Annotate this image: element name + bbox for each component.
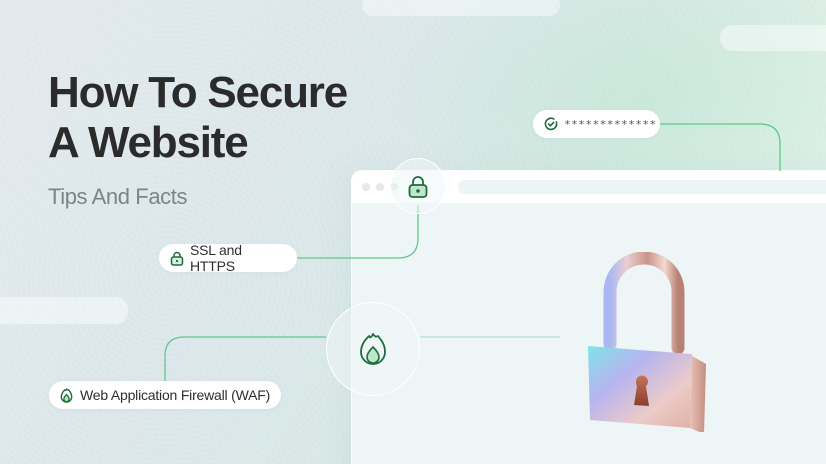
address-bar — [458, 180, 826, 194]
flame-icon — [358, 332, 388, 366]
ssl-https-label: SSL and HTTPS — [190, 242, 242, 274]
check-circle-icon — [544, 117, 558, 131]
password-value: ************* — [564, 117, 657, 131]
waf-label: Web Application Firewall (WAF) — [80, 387, 271, 403]
padlock-illustration — [588, 251, 714, 434]
decor-pill-left — [0, 297, 128, 324]
lock-icon — [406, 174, 430, 200]
window-dot — [376, 183, 384, 191]
decor-pill-top — [362, 0, 560, 16]
waf-badge: Web Application Firewall (WAF) — [49, 381, 281, 409]
ssl-https-badge: SSL and HTTPS — [159, 242, 297, 274]
page-subtitle: Tips And Facts — [48, 184, 188, 209]
lock-icon — [170, 251, 184, 266]
title-line-2: A Website — [48, 118, 249, 167]
flame-icon — [60, 388, 74, 403]
page-title: How To Secure A Website — [48, 68, 348, 168]
decor-pill-top-right — [720, 25, 826, 51]
title-line-1: How To Secure — [48, 68, 348, 117]
window-dot — [362, 183, 370, 191]
password-badge: ************* — [533, 110, 660, 138]
